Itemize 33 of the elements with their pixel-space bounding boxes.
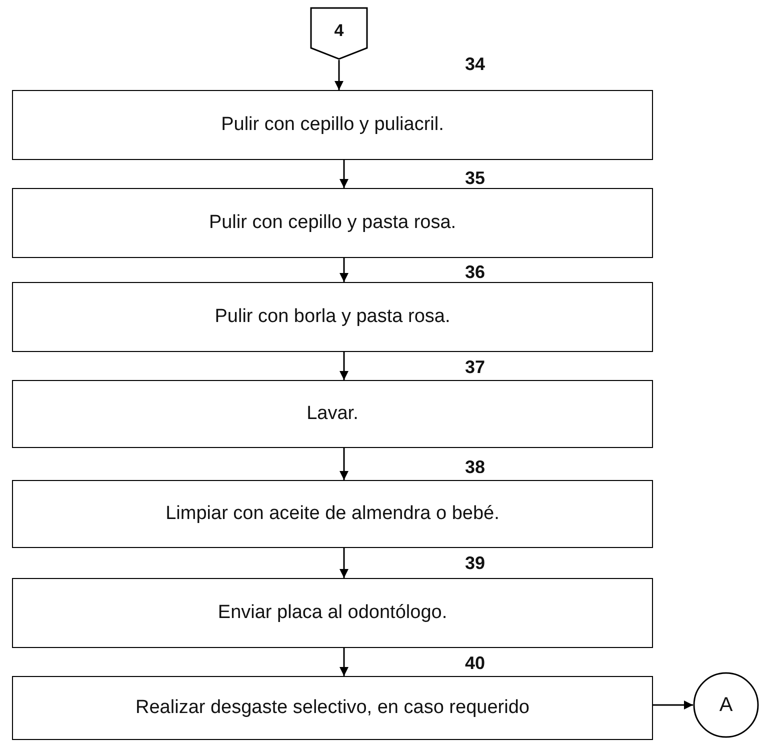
step-number: 40 xyxy=(465,653,486,674)
arrow xyxy=(334,60,344,90)
step-text: Realizar desgaste selectivo, en caso requerido xyxy=(136,697,530,719)
step-number: 37 xyxy=(465,357,486,378)
step-number: 38 xyxy=(465,457,486,478)
arrow xyxy=(340,352,348,380)
process-box xyxy=(12,188,653,258)
process-box xyxy=(12,380,653,448)
arrow xyxy=(340,648,348,676)
step-text: 4 xyxy=(334,21,344,41)
step-text: Pulir con cepillo y puliacril. xyxy=(221,114,444,136)
offpage-connector xyxy=(310,7,368,60)
step-number: 39 xyxy=(465,553,486,574)
step-text: Enviar placa al odontólogo. xyxy=(218,602,448,624)
arrow xyxy=(340,448,348,480)
connector-circle xyxy=(693,672,759,738)
step-text: Pulir con borla y pasta rosa. xyxy=(214,306,450,328)
process-box xyxy=(12,90,653,160)
step-text: Pulir con cepillo y pasta rosa. xyxy=(208,212,456,234)
arrow xyxy=(340,160,348,188)
step-text: Lavar. xyxy=(306,403,358,425)
step-number: 36 xyxy=(465,262,486,283)
step-text: Limpiar con aceite de almendra o bebé. xyxy=(166,503,500,525)
arrow xyxy=(340,548,348,578)
process-box xyxy=(12,676,653,740)
process-box xyxy=(12,282,653,352)
arrow xyxy=(653,700,693,710)
step-text: A xyxy=(719,694,733,716)
process-box xyxy=(12,480,653,548)
step-number: 34 xyxy=(465,54,486,75)
arrow xyxy=(340,258,348,282)
process-box xyxy=(12,578,653,648)
step-number: 35 xyxy=(465,168,486,189)
